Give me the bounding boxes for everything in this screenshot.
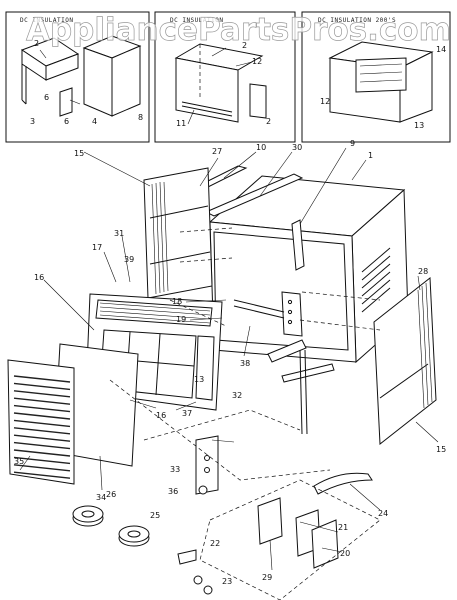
grille-slat <box>13 434 71 442</box>
grille-slat <box>13 382 71 391</box>
callout-10: 10 <box>256 143 266 152</box>
tape-roll-26 <box>72 505 104 527</box>
callout-31: 31 <box>114 229 124 238</box>
rail-13 <box>267 339 307 363</box>
callout-13: 13 <box>414 121 424 130</box>
callout-19: 19 <box>176 315 186 324</box>
callout-21: 21 <box>338 523 348 532</box>
control-panel-33 <box>195 435 219 495</box>
callout-12b: 12 <box>320 97 330 106</box>
callout-37: 37 <box>182 409 192 418</box>
callout-18: 18 <box>172 297 182 306</box>
callout-27: 27 <box>212 147 222 156</box>
callout-30: 30 <box>292 143 302 152</box>
inset-panel-3: DC INSULATION 200'S <box>301 11 451 143</box>
callout-22: 22 <box>210 539 220 548</box>
callout-28: 28 <box>418 267 428 276</box>
callout-29: 29 <box>262 573 272 582</box>
callout-16: 16 <box>34 273 44 282</box>
callout-4: 4 <box>92 117 97 126</box>
grille-slat <box>13 427 71 435</box>
callout-2b: 2 <box>242 41 247 50</box>
callout-36: 36 <box>168 487 178 496</box>
callout-26: 26 <box>106 490 116 499</box>
bracket-29 <box>311 519 339 569</box>
callout-13b: 13 <box>194 375 204 384</box>
callout-15: 15 <box>74 149 84 158</box>
grille-slat <box>13 390 71 398</box>
watermark-text: AppliancePartsPros.com <box>26 12 451 48</box>
callout-34: 34 <box>96 493 106 502</box>
callout-16b: 16 <box>156 411 166 420</box>
inset-header-1: DC INSULATION <box>20 17 73 24</box>
grille-slat <box>13 412 71 420</box>
grille-slat <box>13 404 71 413</box>
left-side-curtain <box>143 167 213 299</box>
grille-slat <box>13 449 71 457</box>
grille-slat <box>13 375 71 383</box>
callout-3: 3 <box>30 117 35 126</box>
tape-roll-25 <box>118 525 150 547</box>
inset-panel-1: DC INSULATION <box>5 11 150 143</box>
rail-32 <box>281 363 335 383</box>
top-rail-30 <box>204 173 304 217</box>
bracket-21 <box>257 497 283 545</box>
callout-15b: 15 <box>436 445 446 454</box>
cabinet-side-louvers <box>361 247 391 313</box>
callout-6b: 6 <box>64 117 69 126</box>
callout-2: 2 <box>34 39 39 48</box>
callout-39: 39 <box>124 255 134 264</box>
screw-23 <box>193 575 203 585</box>
grille-slat <box>13 441 71 450</box>
knob-36 <box>198 485 208 495</box>
callout-24: 24 <box>378 509 388 518</box>
grille-slat <box>13 456 71 465</box>
callout-14: 14 <box>436 45 446 54</box>
support-strip-24 <box>313 472 373 495</box>
callout-25: 25 <box>150 511 160 520</box>
callout-6: 6 <box>44 93 49 102</box>
callout-labels: 2 6 3 6 4 8 2 12 11 2 14 12 13 15 27 10 … <box>14 39 446 586</box>
grille-slat <box>13 471 71 479</box>
callout-11: 11 <box>176 119 186 128</box>
grille-slat <box>13 397 71 405</box>
callout-20: 20 <box>340 549 350 558</box>
inset-panel-2: DC INSULATION <box>154 11 296 143</box>
callout-33: 33 <box>170 465 180 474</box>
front-grille <box>7 359 75 485</box>
grille-slat <box>13 419 71 428</box>
callout-23: 23 <box>222 577 232 586</box>
callout-12: 12 <box>252 57 262 66</box>
assembly-guide-lines <box>109 227 381 600</box>
leader-lines <box>19 47 439 571</box>
callout-17: 17 <box>92 243 102 252</box>
callout-8: 8 <box>138 113 143 122</box>
callout-1: 1 <box>368 151 373 160</box>
inset-header-2: DC INSULATION <box>170 17 223 24</box>
bracket-9 <box>291 219 305 271</box>
clip-22 <box>177 549 197 565</box>
right-side-curtain <box>373 277 437 445</box>
inset-header-3: DC INSULATION 200'S <box>318 17 396 24</box>
callout-38: 38 <box>240 359 250 368</box>
callout-9: 9 <box>350 139 355 148</box>
callout-32: 32 <box>232 391 242 400</box>
frame-louvers <box>99 302 211 324</box>
callout-35: 35 <box>14 457 24 466</box>
callout-2c: 2 <box>266 117 271 126</box>
